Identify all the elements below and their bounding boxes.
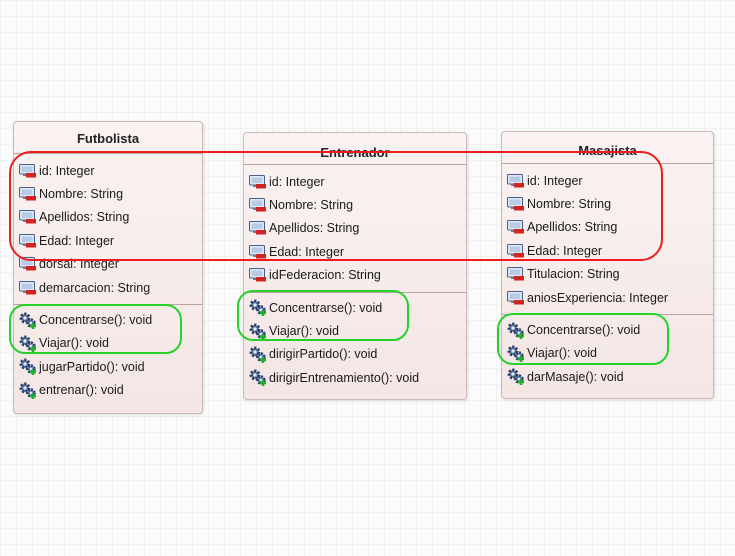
- attribute-label: demarcacion: String: [39, 280, 151, 295]
- operation-gear-icon: [249, 369, 266, 387]
- attributes-compartment: id: Integer Nombre: String Apellidos: St…: [244, 165, 466, 293]
- operation-row[interactable]: dirigirEntrenamiento(): void: [244, 366, 466, 389]
- operation-gear-icon: [19, 382, 36, 399]
- operation-label: dirigirPartido(): void: [269, 347, 378, 362]
- attribute-icon: [249, 268, 266, 282]
- attribute-icon: [249, 198, 266, 212]
- operation-row[interactable]: Concentrarse(): void: [244, 296, 466, 319]
- attribute-icon: [19, 163, 36, 178]
- attribute-row[interactable]: Edad: Integer: [14, 229, 202, 252]
- attribute-label: id: Integer: [269, 174, 325, 189]
- attribute-label: dorsal: Integer: [39, 257, 119, 272]
- attribute-label: Apellidos: String: [269, 221, 360, 236]
- attribute-icon: [19, 210, 36, 224]
- operation-label: Viajar(): void: [527, 346, 597, 361]
- attribute-label: idFederacion: String: [269, 268, 381, 283]
- operation-gear-icon: [19, 312, 36, 329]
- operation-row[interactable]: Viajar(): void: [502, 342, 713, 365]
- operation-label: entrenar(): void: [39, 383, 124, 398]
- attribute-row[interactable]: Apellidos: String: [244, 217, 466, 240]
- class-futbolista[interactable]: Futbolista id: Integer Nombre: String Ap…: [13, 121, 203, 414]
- operation-gear-icon: [249, 323, 266, 340]
- attributes-compartment: id: Integer Nombre: String Apellidos: St…: [502, 164, 713, 316]
- operation-row[interactable]: Viajar(): void: [14, 332, 202, 355]
- attribute-row[interactable]: demarcacion: String: [14, 276, 202, 299]
- attribute-icon: [249, 244, 266, 259]
- attribute-icon: [507, 197, 524, 211]
- attribute-row[interactable]: dorsal: Integer: [14, 253, 202, 276]
- operation-label: jugarPartido(): void: [39, 359, 145, 374]
- operation-label: Concentrarse(): void: [39, 313, 153, 328]
- operation-row[interactable]: Concentrarse(): void: [14, 308, 202, 331]
- operation-gear-icon: [507, 345, 524, 362]
- operation-gear-icon: [507, 368, 524, 386]
- class-entrenador[interactable]: Entrenador id: Integer Nombre: String Ap…: [243, 132, 467, 400]
- operation-gear-icon: [249, 299, 266, 317]
- attribute-label: aniosExperiencia: Integer: [527, 290, 669, 305]
- attribute-row[interactable]: id: Integer: [244, 170, 466, 193]
- operation-label: Viajar(): void: [39, 336, 109, 351]
- operation-gear-icon: [249, 346, 266, 363]
- attribute-label: Edad: Integer: [39, 233, 115, 248]
- attribute-row[interactable]: aniosExperiencia: Integer: [502, 286, 713, 309]
- attribute-row[interactable]: Nombre: String: [244, 193, 466, 216]
- operation-label: Concentrarse(): void: [527, 323, 641, 338]
- attribute-row[interactable]: Apellidos: String: [502, 216, 713, 239]
- attribute-row[interactable]: Nombre: String: [502, 192, 713, 215]
- operation-label: darMasaje(): void: [527, 369, 624, 384]
- operation-label: Viajar(): void: [269, 324, 339, 339]
- operation-label: Concentrarse(): void: [269, 300, 383, 315]
- operations-compartment: Concentrarse(): void Viajar(): void diri…: [244, 293, 466, 390]
- attribute-icon: [507, 220, 524, 234]
- attribute-row[interactable]: id: Integer: [14, 159, 202, 182]
- attribute-label: id: Integer: [527, 173, 583, 188]
- attributes-compartment: id: Integer Nombre: String Apellidos: St…: [14, 154, 202, 306]
- class-masajista[interactable]: Masajista id: Integer Nombre: String Ape…: [501, 131, 714, 399]
- operation-gear-icon: [507, 322, 524, 339]
- attribute-icon: [19, 187, 36, 201]
- class-name: Entrenador: [244, 133, 466, 165]
- operation-row[interactable]: jugarPartido(): void: [14, 355, 202, 378]
- attribute-label: Apellidos: String: [527, 220, 618, 235]
- attribute-icon: [249, 174, 266, 189]
- attribute-label: Nombre: String: [269, 198, 354, 213]
- operations-compartment: Concentrarse(): void Viajar(): void darM…: [502, 315, 713, 388]
- operation-gear-icon: [19, 335, 36, 352]
- attribute-label: Edad: Integer: [269, 244, 345, 259]
- attribute-row[interactable]: Titulacion: String: [502, 263, 713, 286]
- attribute-icon: [507, 173, 524, 188]
- attribute-icon: [19, 280, 36, 295]
- operation-row[interactable]: Viajar(): void: [244, 319, 466, 342]
- attribute-row[interactable]: Apellidos: String: [14, 206, 202, 229]
- attribute-label: Titulacion: String: [527, 267, 620, 282]
- operation-row[interactable]: entrenar(): void: [14, 379, 202, 402]
- attribute-icon: [507, 267, 524, 281]
- attribute-icon: [19, 233, 36, 248]
- attribute-icon: [19, 257, 36, 271]
- operation-row[interactable]: Concentrarse(): void: [502, 318, 713, 341]
- attribute-label: Nombre: String: [39, 187, 124, 202]
- attribute-row[interactable]: idFederacion: String: [244, 264, 466, 287]
- class-name: Masajista: [502, 132, 713, 164]
- attribute-icon: [507, 290, 524, 305]
- operation-row[interactable]: darMasaje(): void: [502, 365, 713, 388]
- operation-label: dirigirEntrenamiento(): void: [269, 370, 420, 385]
- attribute-icon: [249, 221, 266, 235]
- attribute-label: Apellidos: String: [39, 210, 130, 225]
- operations-compartment: Concentrarse(): void Viajar(): void juga…: [14, 305, 202, 402]
- attribute-label: id: Integer: [39, 163, 95, 178]
- attribute-row[interactable]: id: Integer: [502, 169, 713, 192]
- class-name: Futbolista: [14, 122, 202, 154]
- attribute-row[interactable]: Nombre: String: [14, 182, 202, 205]
- attribute-row[interactable]: Edad: Integer: [244, 240, 466, 263]
- attribute-label: Nombre: String: [527, 197, 612, 212]
- attribute-label: Edad: Integer: [527, 243, 603, 258]
- attribute-icon: [507, 243, 524, 258]
- operation-gear-icon: [19, 358, 36, 376]
- attribute-row[interactable]: Edad: Integer: [502, 239, 713, 262]
- operation-row[interactable]: dirigirPartido(): void: [244, 343, 466, 366]
